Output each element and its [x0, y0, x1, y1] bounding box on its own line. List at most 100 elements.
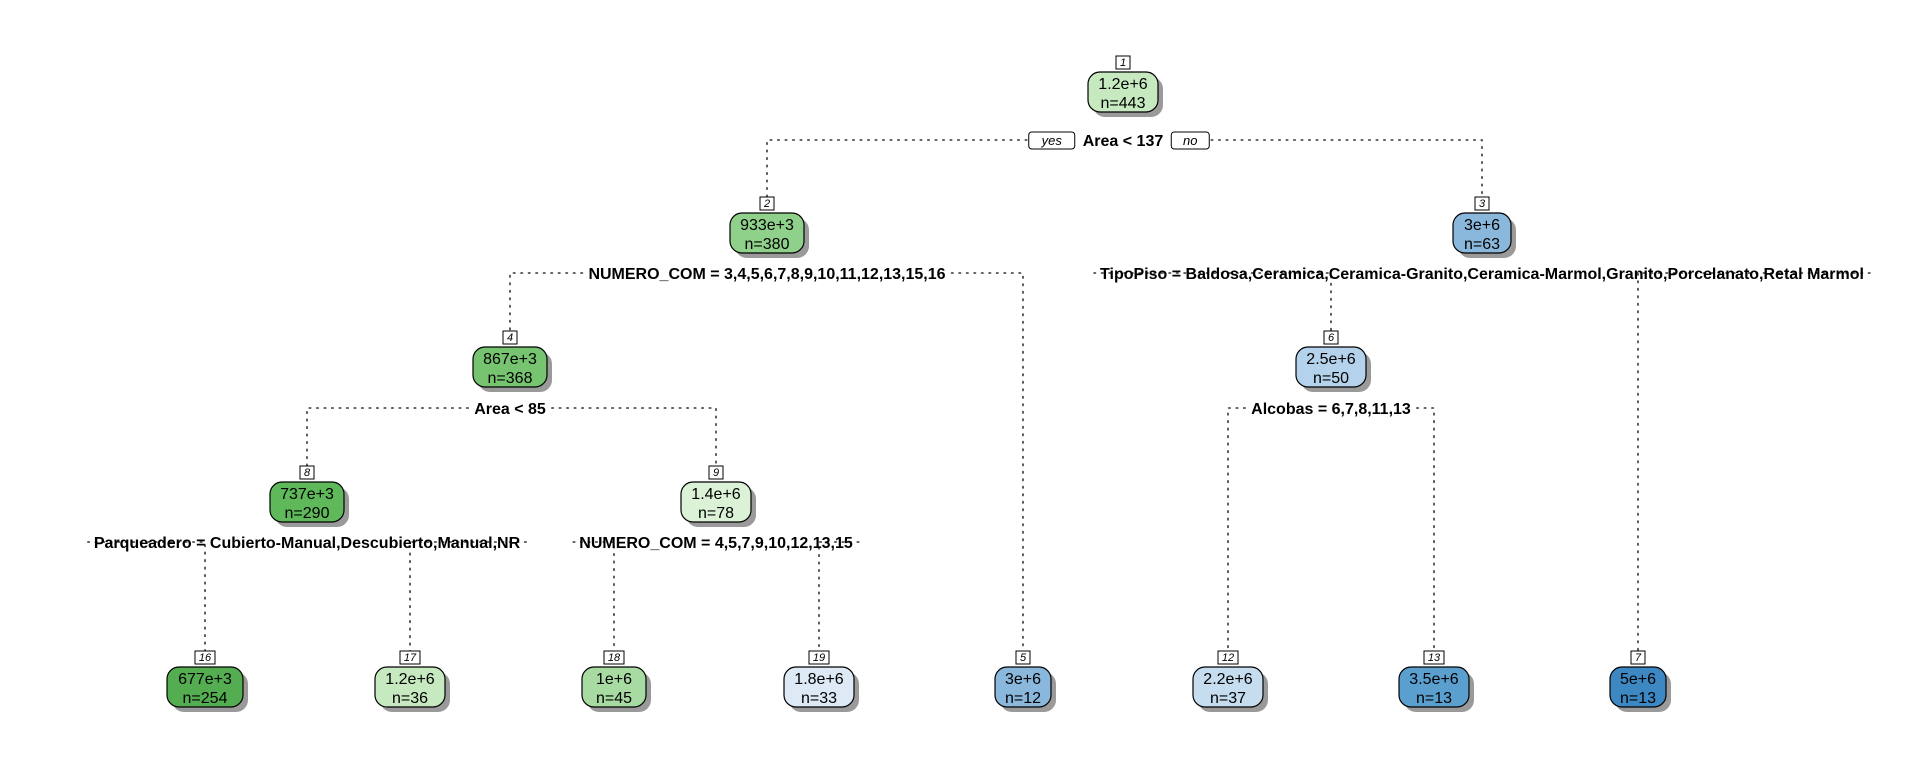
node-box [1295, 346, 1367, 388]
node-index: 18 [608, 652, 621, 664]
node-index: 4 [507, 332, 513, 344]
tree-node-19: 191.8e+6n=33 [783, 650, 859, 712]
node-index: 9 [713, 467, 719, 479]
node-index: 3 [1479, 198, 1486, 210]
node-index: 5 [1020, 652, 1027, 664]
split-label-node-8: Parqueadero = Cubierto-Manual,Descubiert… [94, 535, 521, 552]
tree-node-17: 17 1.2e+6 n=36 [374, 650, 450, 712]
node-value: 1.2e+6 [1098, 76, 1147, 93]
node-box [166, 666, 244, 708]
node-value: 933e+3 [740, 217, 794, 234]
node-count: n=380 [745, 236, 790, 253]
node-value: 3.5e+6 [1409, 671, 1458, 688]
edge-9-to-19 [818, 541, 860, 652]
tree-node-5: 5 3e+6 n=12 [994, 650, 1056, 712]
node-box [581, 666, 647, 708]
node-box [472, 346, 548, 388]
node-index-box [1630, 650, 1646, 665]
node-box [729, 212, 805, 254]
node-value: 5e+6 [1620, 671, 1656, 688]
node-value: 1.2e+6 [385, 671, 434, 688]
node-index: 1 [1120, 57, 1126, 69]
node-index: 13 [1428, 652, 1441, 664]
node-index: 2 [763, 198, 770, 210]
edge-4-to-9 [551, 407, 717, 467]
node-count: n=37 [1210, 690, 1246, 707]
node-box [783, 666, 855, 708]
node-index-box [708, 465, 724, 480]
node-count: n=13 [1620, 690, 1656, 707]
node-index-box [1474, 196, 1490, 211]
node-index-box [299, 465, 315, 480]
node-value: 677e+3 [178, 671, 232, 688]
node-count: n=33 [801, 690, 837, 707]
no-tag [1170, 131, 1210, 150]
edge-4-to-8 [306, 407, 469, 467]
node-value: 1.4e+6 [691, 486, 740, 503]
node-index: 12 [1222, 652, 1234, 664]
tree-node-6: 62.5e+6n=50 [1295, 330, 1371, 392]
tree-edges [87, 139, 1871, 652]
yes-tag [1028, 131, 1076, 150]
node-count: n=50 [1313, 370, 1349, 387]
node-value: 737e+3 [280, 486, 334, 503]
tree-node-4: 4 867e+3 n=368 [472, 330, 552, 392]
node-box [1609, 666, 1667, 708]
node-index: 7 [1635, 652, 1642, 664]
split-label-node-9: NUMERO_COM = 4,5,7,9,10,12,13,15 [579, 535, 853, 552]
tree-node-2: 2 933e+3 n=380 [729, 196, 809, 258]
node-box [374, 666, 446, 708]
edge-6-to-13 [1416, 407, 1435, 652]
node-count: n=63 [1464, 236, 1500, 253]
node-index: 16 [199, 652, 212, 664]
node-index-box [194, 650, 216, 665]
node-box [680, 481, 752, 523]
tree-node-3: 3 3e+6 n=63 [1452, 196, 1516, 258]
yes-tag-text: yes [1041, 133, 1063, 148]
node-index-box [808, 650, 830, 665]
tree-node-7: 7 5e+6 n=13 [1609, 650, 1671, 712]
tree-node-9: 9 1.4e+6 n=78 [680, 465, 756, 527]
node-box [1398, 666, 1470, 708]
split-label-node-2: NUMERO_COM = 3,4,5,6,7,8,9,10,11,12,13,1… [588, 266, 945, 283]
node-index: 17 [404, 652, 417, 664]
node-box [269, 481, 345, 523]
node-index: 6 [1328, 332, 1335, 344]
node-index-box [759, 196, 775, 211]
node-count: n=290 [285, 505, 330, 522]
node-count: n=254 [183, 690, 228, 707]
edge-8-to-16 [87, 541, 206, 652]
node-index-box [603, 650, 625, 665]
tree-node-12: 122.2e+6n=37 [1192, 650, 1268, 712]
node-box [1192, 666, 1264, 708]
node-value: 3e+6 [1464, 217, 1500, 234]
node-index-box [1115, 55, 1131, 70]
split-label-node-6: Alcobas = 6,7,8,11,13 [1251, 401, 1411, 418]
node-index-box [1217, 650, 1239, 665]
node-value: 1.8e+6 [794, 671, 843, 688]
edge-6-to-12 [1227, 407, 1246, 652]
node-count: n=12 [1005, 690, 1041, 707]
node-box [1087, 71, 1159, 113]
edge-1-to-3 [1210, 139, 1483, 198]
edge-2-to-5 [950, 272, 1024, 652]
node-count: n=443 [1101, 95, 1146, 112]
edge-3-to-7 [1637, 272, 1871, 652]
node-value: 3e+6 [1005, 671, 1041, 688]
split-label-node-4: Area < 85 [474, 401, 546, 418]
node-count: n=36 [392, 690, 428, 707]
tree-node-13: 133.5e+6n=13 [1398, 650, 1474, 712]
node-box [994, 666, 1052, 708]
node-index-box [502, 330, 518, 345]
node-count: n=368 [488, 370, 533, 387]
node-index-box [1423, 650, 1445, 665]
edge-1-to-2 [766, 139, 1028, 198]
edge-8-to-17 [409, 541, 527, 652]
node-value: 867e+3 [483, 351, 537, 368]
node-count: n=78 [698, 505, 734, 522]
node-count: n=45 [596, 690, 632, 707]
